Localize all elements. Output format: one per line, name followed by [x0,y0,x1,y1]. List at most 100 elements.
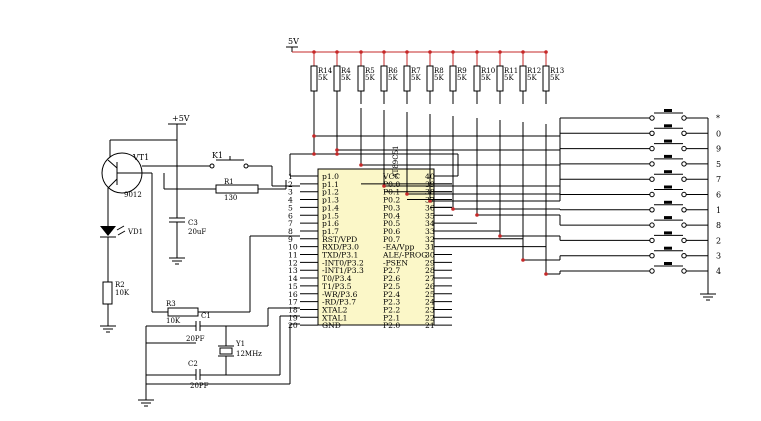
chip-left-pin-name: p1.5 [322,211,339,220]
key-contact [681,176,687,182]
key-label: 9 [716,145,721,154]
chip-right-pin-name: P0.5 [383,219,400,228]
resistor-r3 [167,307,199,317]
transistor-vt1 [101,152,143,194]
key-label: * [716,114,720,123]
pullup-resistor-ref: R6 [388,67,398,75]
pullup-resistor-val: 5K [481,74,491,82]
junction-dot [544,50,548,54]
pullup-resistor-val: 5K [411,74,421,82]
chip-left-pin-num: 19 [288,313,298,322]
chip-left-pin-num: 3 [288,188,293,197]
vd1-ref: VD1 [127,228,143,236]
r3-val: 10K [166,317,181,325]
key-contact [649,176,655,182]
y1-ref: Y1 [235,340,245,348]
key-button-cap [664,262,672,265]
chip-left-pin-name: GND [322,321,341,330]
chip-right-pin-name: P2.1 [383,313,400,322]
pullup-resistor-ref: R4 [341,67,351,75]
key-contact [649,130,655,137]
c3-val: 20uF [188,228,206,236]
chip-left-pin-num: 18 [288,305,298,314]
key-contact [681,222,687,228]
chip-left-pin-name: T0/P3.4 [322,274,352,283]
key-contact [649,268,655,274]
chip-right-pin-num: 36 [425,203,435,212]
chip-left-pin-num: 10 [288,243,298,252]
chip-right-pin-num: 25 [425,290,435,299]
key-label: 7 [716,175,721,184]
chip-right-pin-name: P2.6 [383,274,400,283]
chip-right-pin-name: VCC [382,172,400,181]
chip-left-pin-num: 17 [288,298,298,307]
chip-left-pin-num: 15 [288,282,298,291]
pullup-resistor-val: 5K [318,74,328,82]
chip-right-pin-name: ALE/-PROG [382,251,427,260]
chip-left-pin-num: 11 [288,251,298,260]
key-contact [681,253,687,259]
key-label: 2 [716,236,721,245]
key-button-cap [664,231,672,235]
key-button-cap [664,246,672,250]
pullup-resistor [496,65,504,92]
pullup-resistor-ref: R11 [504,67,518,75]
key-contact [681,191,687,198]
pullup-resistor-ref: R13 [550,67,564,75]
chip-right-pin-num: 35 [425,211,435,220]
key-contact [681,161,687,167]
chip-left-pin-name: RST/VPD [322,235,357,244]
key-label: 1 [716,206,721,215]
pullup-resistor-val: 5K [341,74,351,82]
chip-right-pin-num: 31 [425,243,435,252]
chip-left-pin-name: -INT0/P3.2 [322,258,364,267]
key-contact [681,268,687,274]
chip-left-pin-num: 6 [288,211,293,220]
key-contact [649,207,655,213]
key-contact [649,161,655,167]
crystal-y1 [218,326,234,375]
chip-right-pin-num: 30 [425,251,435,260]
key-contact [681,207,687,213]
chip-left-pin-num: 12 [288,258,298,267]
capacitor-c2 [195,369,201,380]
chip-right-pin-num: 27 [425,274,435,283]
junction-dot [382,50,386,54]
pullup-resistor-ref: R14 [318,67,333,75]
r1-val: 130 [224,194,237,202]
key-label: 4 [716,267,721,276]
chip-right-pin-name: P2.2 [383,305,400,314]
pullup-resistor-val: 5K [550,74,560,82]
chip-name: AT89C51 [392,145,400,179]
junction-dot [335,50,339,54]
chip-right-pin-num: 21 [425,321,435,330]
key-contact [649,191,655,198]
pullup-resistor [333,65,341,92]
pullup-resistor-array: R145KR45KR55KR65KR75KR85KR95KR105KR115KR… [289,50,564,177]
resistor-r2 [102,281,113,305]
c1-ref: C1 [201,312,211,320]
chip-right-pin-num: 28 [425,266,435,275]
key-button-cap [664,124,672,128]
key-contact [649,145,655,152]
chip-left-pin-name: p1.3 [322,196,339,205]
key-ground-symbol [700,293,716,301]
vcc-left-label: +5V [172,114,190,123]
junction-dot [359,50,363,54]
chip-right-pin-name: -PSEN [383,258,408,267]
key-button-cap [664,200,672,204]
chip-left-pin-name: RXD/P3.0 [322,243,359,252]
resistor-r1 [215,184,259,194]
key-label: 0 [716,129,721,138]
chip-right-pin-num: 29 [425,258,435,267]
chip-left-pin-num: 16 [288,290,298,299]
chip-left-pin-name: TXD/P3.1 [322,251,358,260]
pullup-resistor [426,65,434,92]
pullup-resistor-ref: R8 [434,67,444,75]
key-contact [649,115,655,121]
pullup-resistor [449,65,457,92]
chip-left-pin-name: XTAL2 [322,305,348,314]
key-label: 6 [716,191,721,200]
chip-right-pin-name: P0.6 [383,227,400,236]
chip-right-pin-name: P0.2 [383,196,400,205]
